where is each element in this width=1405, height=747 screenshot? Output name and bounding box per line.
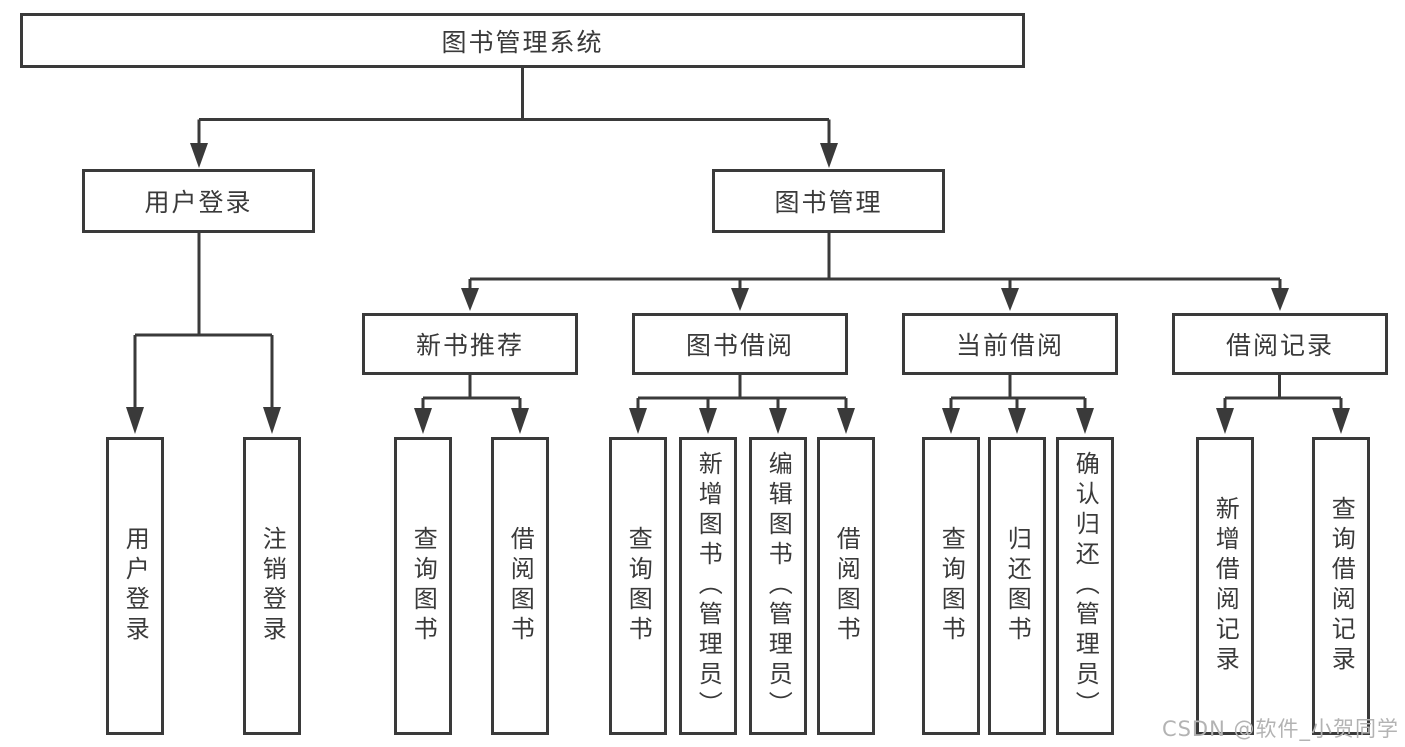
leaf-query-books-borrowing: 查询图书 xyxy=(609,437,667,735)
leaf-query-borrow-record: 查询借阅记录 xyxy=(1312,437,1370,735)
leaf-label: 新增借阅记录 xyxy=(1211,496,1240,676)
leaf-confirm-return-admin: 确认归还（管理员） xyxy=(1056,437,1114,735)
node-label: 图书管理 xyxy=(774,188,883,217)
leaf-label: 确认归还（管理员） xyxy=(1071,451,1100,721)
node-current-borrowing: 当前借阅 xyxy=(902,313,1118,375)
leaf-label: 查询图书 xyxy=(409,526,438,646)
leaf-label: 查询图书 xyxy=(937,526,966,646)
csdn-watermark: CSDN @软件_小贺同学 xyxy=(1161,717,1399,741)
leaf-label: 注销登录 xyxy=(258,526,287,646)
leaf-query-books-recommend: 查询图书 xyxy=(394,437,452,735)
leaf-return-books: 归还图书 xyxy=(988,437,1046,735)
connector-lines xyxy=(133,68,1343,412)
node-library-management-system: 图书管理系统 xyxy=(20,13,1025,68)
leaf-add-book-admin: 新增图书（管理员） xyxy=(679,437,737,735)
node-label: 用户登录 xyxy=(144,188,253,217)
node-book-management: 图书管理 xyxy=(712,169,945,233)
leaf-label: 用户登录 xyxy=(121,526,150,646)
leaf-label: 编辑图书（管理员） xyxy=(764,451,793,721)
leaf-label: 查询图书 xyxy=(624,526,653,646)
leaf-label: 借阅图书 xyxy=(506,526,535,646)
node-label: 新书推荐 xyxy=(415,331,524,360)
node-borrowing-records: 借阅记录 xyxy=(1172,313,1388,375)
node-label: 借阅记录 xyxy=(1225,331,1334,360)
leaf-label: 新增图书（管理员） xyxy=(694,451,723,721)
node-user-login: 用户登录 xyxy=(82,169,315,233)
leaf-add-borrow-record: 新增借阅记录 xyxy=(1196,437,1254,735)
arrowheads xyxy=(126,143,1350,434)
leaf-label: 查询借阅记录 xyxy=(1327,496,1356,676)
leaf-user-login: 用户登录 xyxy=(106,437,164,735)
node-label: 图书管理系统 xyxy=(441,27,604,57)
node-label: 图书借阅 xyxy=(685,331,794,360)
leaf-label: 借阅图书 xyxy=(832,526,861,646)
node-label: 当前借阅 xyxy=(955,331,1064,360)
leaf-label: 归还图书 xyxy=(1003,526,1032,646)
leaf-borrow-books-recommend: 借阅图书 xyxy=(491,437,549,735)
leaf-borrow-books-borrowing: 借阅图书 xyxy=(817,437,875,735)
leaf-logout-login: 注销登录 xyxy=(243,437,301,735)
leaf-query-books-current: 查询图书 xyxy=(922,437,980,735)
node-new-book-recommend: 新书推荐 xyxy=(362,313,578,375)
node-book-borrowing: 图书借阅 xyxy=(632,313,848,375)
leaf-edit-book-admin: 编辑图书（管理员） xyxy=(749,437,807,735)
